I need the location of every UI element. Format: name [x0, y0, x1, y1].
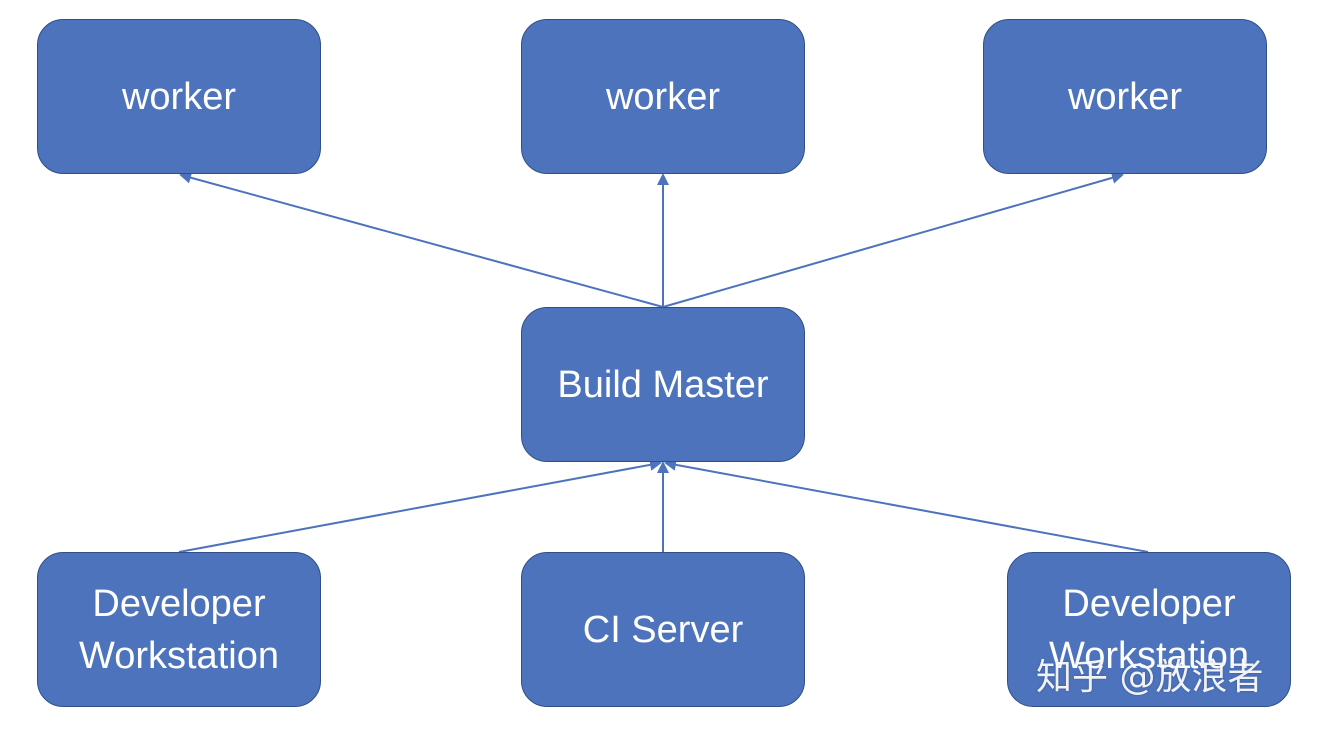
developer-workstation-node: Developer Workstation [1007, 552, 1291, 707]
developer-workstation-node: Developer Workstation [37, 552, 321, 707]
build-master-node: Build Master [521, 307, 805, 462]
build-master-label: Build Master [557, 363, 769, 406]
ci-server-node: CI Server [521, 552, 805, 707]
worker-node-label: worker [605, 75, 721, 118]
edge-dev1-to-master [178, 458, 662, 553]
worker-node: worker [37, 19, 321, 174]
developer-workstation-label: Developer Workstation [1049, 582, 1249, 677]
edge-master-to-worker-3 [662, 171, 1124, 308]
worker-node-label: worker [121, 75, 237, 118]
worker-node: worker [983, 19, 1267, 174]
ci-server-label: CI Server [582, 608, 744, 651]
worker-node: worker [521, 19, 805, 174]
worker-node-label: worker [1067, 75, 1183, 118]
watermark: 知乎 @放浪者 [1036, 657, 1264, 698]
developer-workstation-label: Developer Workstation [79, 582, 279, 677]
edge-master-to-worker-1 [179, 171, 664, 308]
edge-dev2-to-master [664, 458, 1149, 553]
